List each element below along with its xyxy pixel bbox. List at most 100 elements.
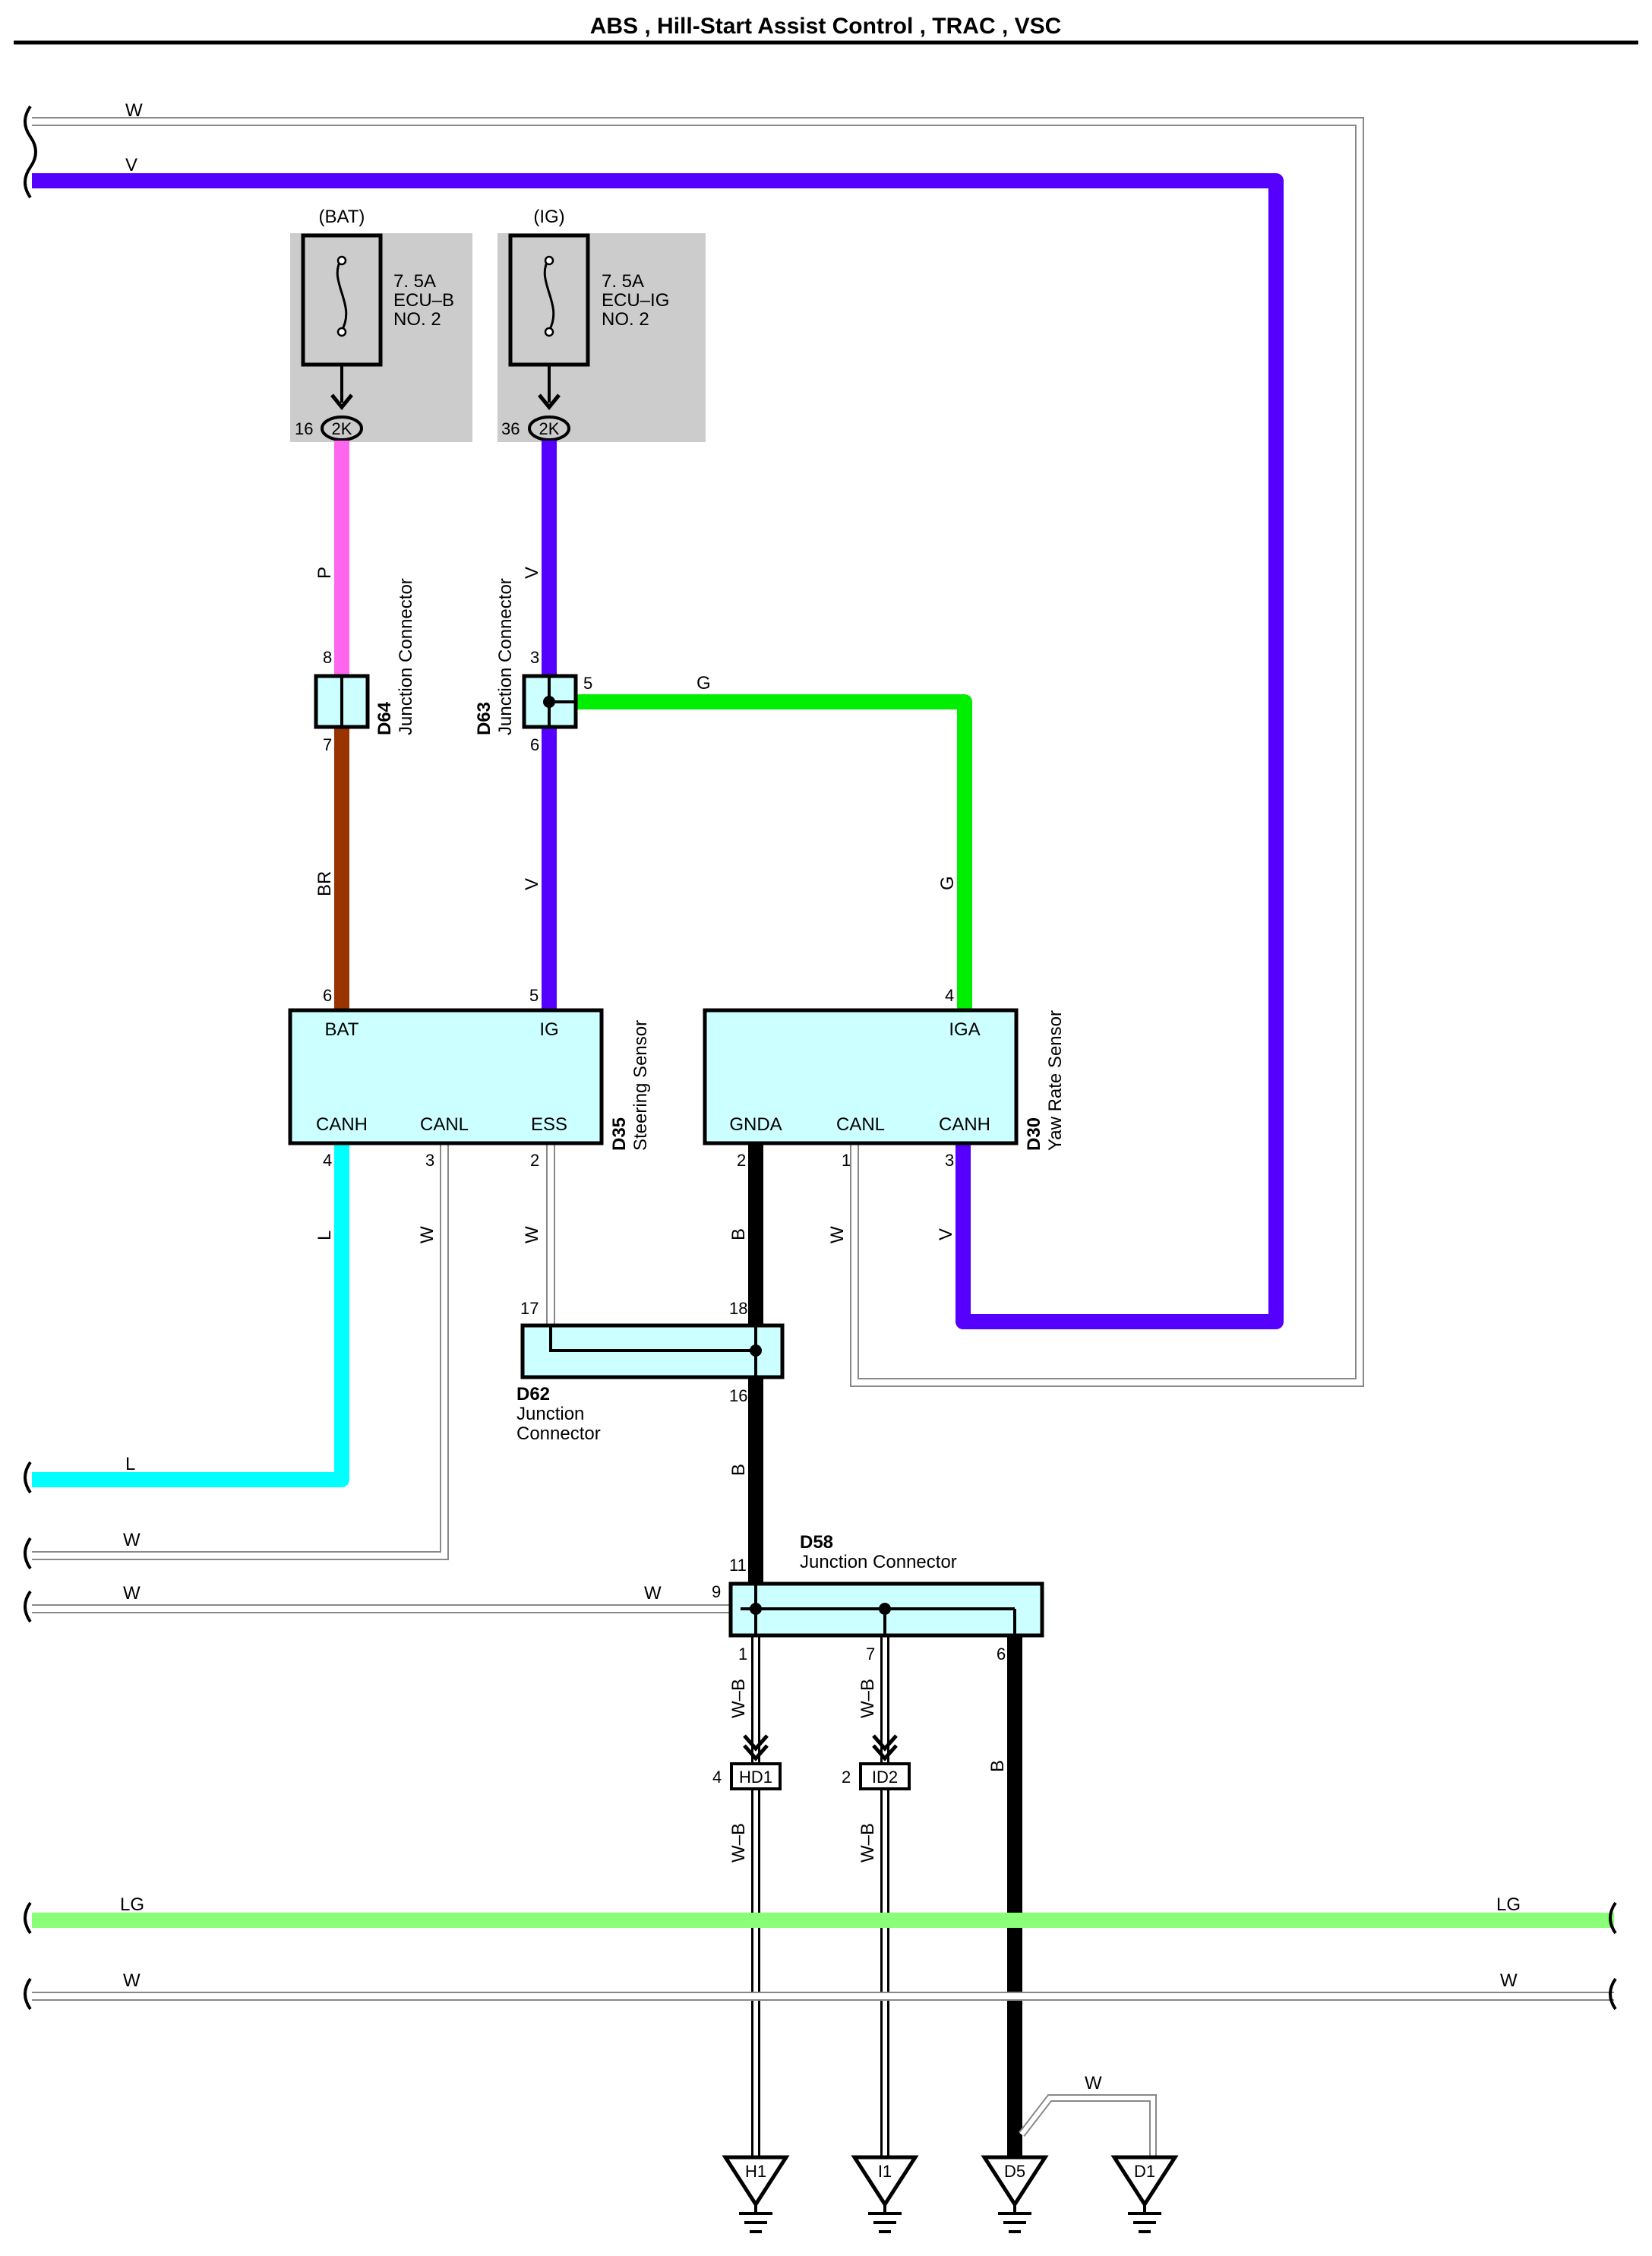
junction-d58: 11 9 1 7 6 D58 Junction Connector [712,1532,1044,1664]
wire-label: W [1085,2073,1102,2093]
fuse-ecu-b-no2: (BAT) 7. 5A ECU–B NO. 2 2K 16 [290,207,472,442]
pin-number: 1 [738,1645,747,1664]
wire-label: W–B [858,1679,878,1718]
connector-name: HD1 [739,1768,772,1787]
terminal-canl: CANL [836,1114,885,1135]
terminal-iga: IGA [949,1019,980,1040]
pin-number: 36 [501,419,520,438]
wire-white-top-inner [32,118,1363,1386]
junction-d64: 8 7 D64 Junction Connector [314,578,416,754]
connector-id2: ID2 2 [842,1734,911,1790]
wire-label: B [728,1228,749,1240]
wire-labels: W V P V BR V G G L W W B W V B L W W W W… [120,100,1521,2093]
connector-hd1: HD1 4 [712,1734,782,1790]
arrow-down-icon [538,393,561,410]
ground-i1: I1 [851,2155,919,2233]
terminal-canh: CANH [939,1114,990,1135]
terminal-ig: IG [539,1019,558,1040]
fuse-supply-label: (IG) [533,207,564,227]
wire-label: B [728,1464,749,1476]
terminal-bat: BAT [325,1019,359,1040]
junction-d63: 3 6 5 D63 Junction Connector [474,578,592,754]
pin-number: 2 [842,1768,851,1787]
junction-name: Junction [516,1404,584,1424]
ground-h1: H1 [722,2155,790,2233]
wire-label: W [522,1226,542,1243]
pin-number: 3 [945,1151,954,1170]
wire-cyan [32,1143,349,1487]
fuse-name: ECU–IG [602,290,669,311]
wire-green [576,694,972,1010]
arrow-down-icon [330,393,353,410]
connector-label: 2K [539,419,560,438]
arrow-down-icon [872,1734,898,1752]
wire-label: W [644,1583,662,1604]
yaw-rate-sensor-d30: IGA GNDA CANL CANH 4 2 1 3 D30 Yaw Rate … [703,986,1066,1170]
junction-code: D58 [800,1532,833,1553]
junction-code: D62 [516,1384,550,1404]
component-code: D35 [609,1117,630,1151]
wire-label: LG [1496,1894,1521,1915]
wire-label: W–B [858,1823,878,1863]
wire-label: W [123,1583,141,1604]
wire-label: W [125,100,143,121]
fuse-ecu-ig-no2: (IG) 7. 5A ECU–IG NO. 2 2K 36 [497,207,706,442]
junction-code: D63 [474,702,494,735]
pin-number: 16 [729,1386,747,1405]
junction-name: Junction Connector [396,578,416,735]
wire-label: W [417,1226,437,1243]
arrow-down-icon [743,1734,769,1752]
wire-label: V [936,1228,956,1240]
ground-label: H1 [745,2162,766,2181]
pin-number: 7 [866,1645,875,1664]
pin-number: 5 [583,674,592,693]
steering-sensor-d35: BAT IG CANH CANL ESS 6 5 4 3 2 D35 Steer… [288,986,651,1170]
wire-label: V [522,878,542,890]
terminal-canh: CANH [316,1114,368,1135]
component-name: Steering Sensor [630,1020,651,1151]
terminal-canl: CANL [420,1114,469,1135]
pin-number: 6 [530,735,539,754]
pin-number: 2 [530,1151,539,1170]
ground-label: D5 [1004,2162,1025,2181]
wire-violet-top [32,173,1284,1329]
pin-number: 6 [997,1645,1006,1664]
connector-label: 2K [332,419,352,438]
component-code: D30 [1024,1117,1044,1151]
pin-number: 9 [712,1582,721,1601]
pin-number: 2 [737,1151,746,1170]
pin-number: 6 [323,986,332,1005]
pin-number: 7 [323,735,332,754]
wire-label: W [1500,1970,1518,1991]
wire-label: W–B [728,1823,749,1863]
junction-code: D64 [374,701,395,735]
arrow-down-icon [743,1744,769,1762]
wire-label: B [987,1760,1008,1772]
arrow-down-icon [872,1744,898,1762]
pin-number: 8 [323,648,332,667]
wire-label: W [123,1970,141,1991]
component-name: Yaw Rate Sensor [1045,1010,1066,1151]
pin-number: 17 [520,1299,539,1318]
wire-label: V [522,567,542,579]
junction-d62: 17 18 16 D62 Junction Connector [516,1299,785,1444]
ground-d5: D5 [981,2155,1049,2233]
pin-number: 18 [729,1299,747,1318]
pin-number: 5 [529,986,539,1005]
junction-name: Connector [516,1423,601,1444]
wire-label: V [125,155,137,175]
pin-number: 1 [842,1151,851,1170]
junction-name: Junction Connector [495,578,516,735]
wire-break-marks [24,105,1617,2011]
fuse-icon [336,258,348,331]
wire-label: BR [314,871,335,896]
pin-number: 4 [945,986,954,1005]
ground-d1: D1 [1110,2155,1179,2233]
wire-label: P [314,567,335,579]
wire-label: G [937,876,958,890]
wire-label: W [827,1226,848,1243]
wire-label: W–B [728,1679,749,1718]
pin-number: 3 [425,1151,434,1170]
terminal-ess: ESS [531,1114,567,1135]
